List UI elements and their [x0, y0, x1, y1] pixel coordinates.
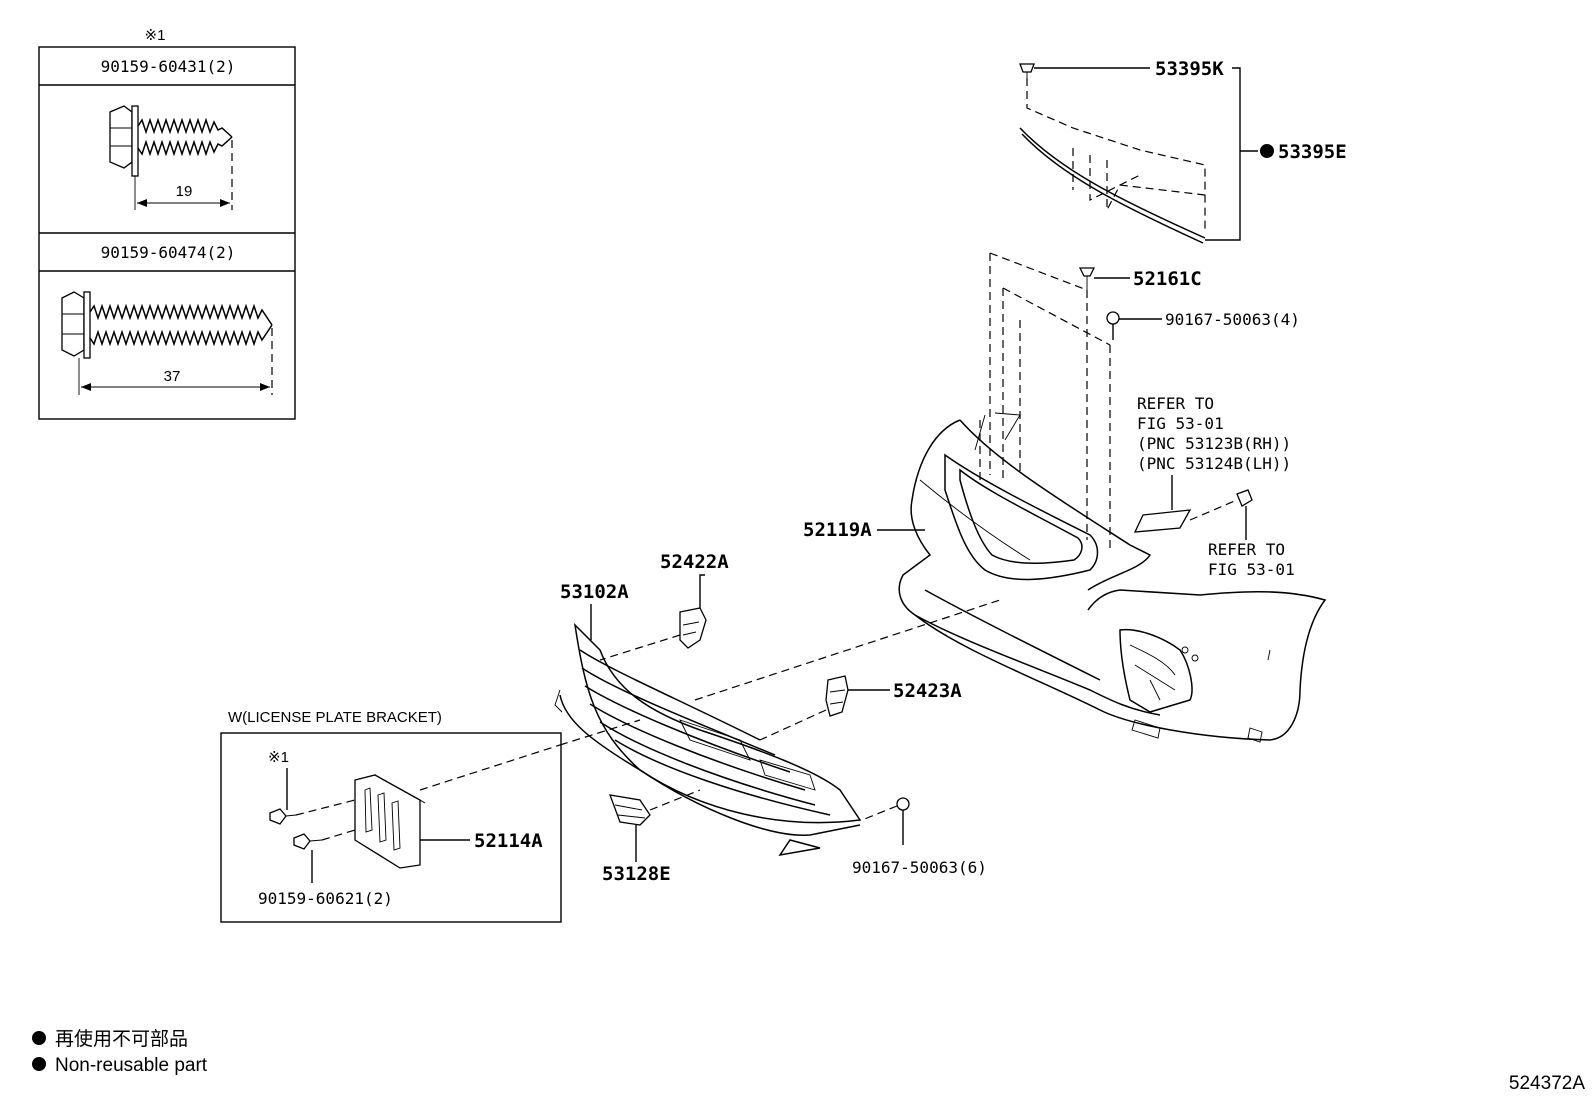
- screw-b-illustration: [61, 291, 273, 359]
- upper-dashed-leaders: [979, 252, 1111, 550]
- refer-block-upper: REFER TO FIG 53-01 (PNC 53123B(RH)) (PNC…: [1133, 394, 1291, 540]
- clip-52161c: [1078, 267, 1096, 277]
- refer-lower-line2: FIG 53-01: [1208, 560, 1295, 579]
- bracket-52423a: 52423A: [759, 675, 962, 741]
- label-90159-60621: 90159-60621(2): [258, 889, 393, 908]
- label-53395k: 53395K: [1155, 58, 1224, 80]
- clip-53395k: [1019, 63, 1035, 73]
- refer-upper-line4: (PNC 53124B(LH)): [1137, 454, 1291, 473]
- screw-table-mark: ※1: [145, 27, 166, 44]
- bracket-52422a: 52422A: [599, 551, 729, 661]
- label-52423a: 52423A: [893, 680, 962, 702]
- label-90167-6: 90167-50063(6): [852, 858, 987, 877]
- refer-upper-line3: (PNC 53123B(RH)): [1137, 434, 1291, 453]
- refer-upper-line1: REFER TO: [1137, 394, 1214, 413]
- screw-b-part-number: 90159-60474(2): [101, 243, 236, 262]
- figure-id: 524372A: [1509, 1073, 1585, 1094]
- seal-strip: [1019, 127, 1206, 239]
- legend-japanese: 再使用不可部品: [55, 1028, 188, 1050]
- inset-screw-lower: [293, 833, 311, 850]
- referenced-bracket: [1133, 509, 1192, 533]
- label-53128e: 53128E: [602, 863, 671, 885]
- legend: 再使用不可部品 Non-reusable part: [32, 1028, 208, 1076]
- label-52119a: 52119A: [803, 519, 872, 541]
- non-reusable-dot: [1260, 144, 1274, 158]
- label-90167-4: 90167-50063(4): [1165, 310, 1300, 329]
- legend-dot-en: [32, 1057, 46, 1071]
- license-plate-inset: W(LICENSE PLATE BRACKET) ※1 52114A 90159…: [220, 709, 562, 923]
- inset-mark: ※1: [268, 749, 289, 766]
- refer-lower-line1: REFER TO: [1208, 540, 1285, 559]
- inset-title: W(LICENSE PLATE BRACKET): [228, 709, 442, 726]
- screw-a-part-number: 90159-60431(2): [101, 57, 236, 76]
- inset-frame: [220, 732, 562, 923]
- bolt-90167-lower: 90167-50063(6): [852, 797, 987, 877]
- screw-a-length: 19: [176, 183, 193, 200]
- screw-table: ※1 90159-60431(2) 90159-60474(2) 19: [38, 27, 296, 420]
- bolt-90167-top: [1106, 311, 1120, 340]
- cover-53128e: 53128E: [602, 789, 701, 885]
- seal-assembly: 53395K 53395E: [1019, 58, 1347, 244]
- clip-52161c-group: 52161C 90167-50063(4): [1078, 267, 1300, 340]
- legend-dot-jp: [32, 1031, 46, 1045]
- inset-screw-upper: [269, 808, 287, 825]
- leader-bracket-grille: [559, 719, 641, 746]
- screw-a-illustration: [109, 105, 233, 177]
- screw-a-dimension: 19: [134, 140, 233, 210]
- screw-b-dimension: 37: [78, 328, 273, 395]
- label-52161c: 52161C: [1133, 268, 1202, 290]
- bumper-cover: 52119A: [803, 412, 1327, 743]
- label-53102a: 53102A: [560, 581, 629, 603]
- label-53395e: 53395E: [1278, 141, 1347, 163]
- screw-b-length: 37: [164, 368, 181, 385]
- refer-block-lower: REFER TO FIG 53-01: [1208, 540, 1295, 579]
- label-52422a: 52422A: [660, 551, 729, 573]
- legend-english: Non-reusable part: [55, 1055, 208, 1076]
- license-plate-bracket: [354, 774, 421, 869]
- grille-53102a: 53102A: [554, 581, 862, 857]
- refer-upper-line2: FIG 53-01: [1137, 414, 1224, 433]
- leader-grille-bumper: [694, 599, 1001, 701]
- referenced-nut: [1236, 489, 1253, 507]
- label-52114a: 52114A: [474, 830, 543, 852]
